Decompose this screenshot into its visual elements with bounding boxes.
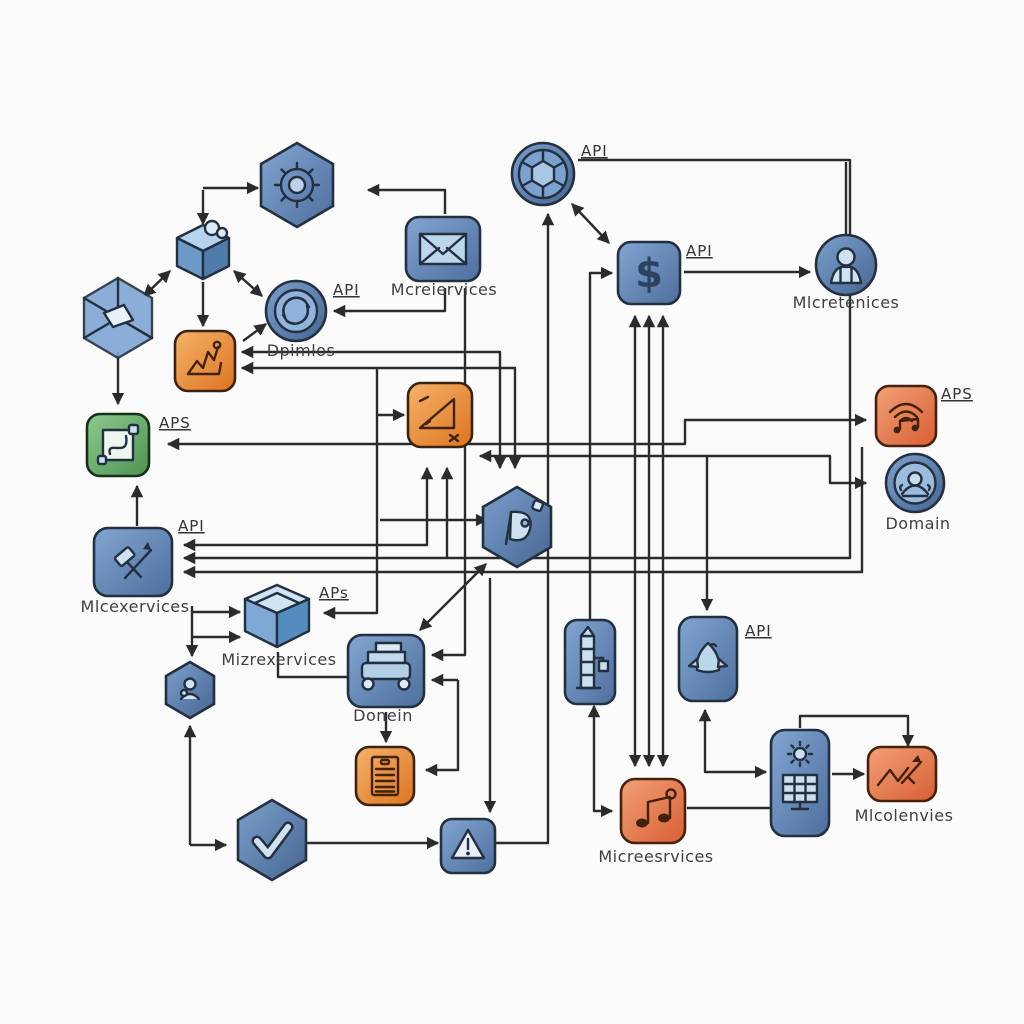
solar-panel-icon xyxy=(781,740,819,811)
api-globe-node xyxy=(510,141,576,207)
vector-frame-node xyxy=(85,412,151,478)
envelope-icon xyxy=(418,232,468,266)
tower-icon xyxy=(575,625,610,690)
api-label-dollar: API xyxy=(686,242,713,260)
compass-hexagon-node xyxy=(481,485,553,569)
api-label-sync: API xyxy=(333,281,360,299)
package-cube-node xyxy=(175,219,231,281)
ruler-node xyxy=(406,381,474,449)
api-label-wifi: APS xyxy=(941,385,973,403)
connector xyxy=(166,413,868,451)
connector xyxy=(571,203,610,244)
connector xyxy=(182,447,864,579)
person-circle-node xyxy=(814,233,878,297)
connector xyxy=(588,266,614,619)
caption-domain: Domain xyxy=(885,514,950,533)
hammer-node xyxy=(92,526,174,598)
hand-tool-icon xyxy=(186,340,223,376)
warning-triangle-icon xyxy=(450,828,486,860)
domain-circle-node xyxy=(884,452,946,514)
warning-node xyxy=(439,817,497,875)
connector xyxy=(233,270,263,297)
caption-hammer: Mlcexervices xyxy=(81,597,190,616)
gear-hexagon-node xyxy=(259,141,335,229)
api-label-globe: API xyxy=(581,142,608,160)
hand-tool-node xyxy=(173,329,237,393)
api-label-opencube: APs xyxy=(319,584,349,602)
open-cube-node xyxy=(243,583,311,649)
caption-envelope: Mcreiervices xyxy=(391,280,497,299)
hammer-arrow-icon xyxy=(113,542,153,580)
document-icon xyxy=(370,755,400,797)
connector xyxy=(332,288,447,318)
music-node xyxy=(619,777,687,845)
wifi-node xyxy=(874,384,938,448)
caption-chart: Mlcolenvies xyxy=(855,806,954,825)
check-hexagon-node xyxy=(236,798,308,882)
caption-opencube: Mizrexervices xyxy=(221,650,336,669)
sync-arrows-icon xyxy=(281,296,311,325)
printer-icon xyxy=(360,641,412,691)
api-label-green: APS xyxy=(159,414,191,432)
connector-arrows xyxy=(111,158,915,852)
api-label-penguin: API xyxy=(745,622,772,640)
trend-chart-icon xyxy=(876,755,923,787)
connector xyxy=(182,466,434,552)
penguin-node xyxy=(677,615,739,703)
protractor-icon xyxy=(504,499,545,546)
connector xyxy=(242,323,268,342)
penguin-icon xyxy=(687,641,729,674)
caption-sync: Dpimlos xyxy=(267,341,336,360)
package-cube-icon xyxy=(175,219,231,281)
api-label-hammer: API xyxy=(178,517,205,535)
wireframe-cube-node xyxy=(82,276,154,360)
worker-icon xyxy=(179,677,201,701)
caption-printer: Donein xyxy=(353,706,413,725)
person-desk-icon xyxy=(899,471,931,498)
connector xyxy=(240,361,522,470)
connector xyxy=(798,714,915,748)
signal-music-icon xyxy=(888,402,924,434)
chart-node xyxy=(866,745,938,803)
connector xyxy=(366,183,447,214)
caption-person: Mlcretenices xyxy=(793,293,900,312)
caption-music: Micreesrvices xyxy=(598,847,713,866)
connector xyxy=(587,704,614,818)
dollar-node: $ xyxy=(616,240,682,306)
gear-icon xyxy=(273,161,321,209)
open-box-icon xyxy=(243,583,311,649)
printer-node xyxy=(346,633,426,709)
wireframe-cube-icon xyxy=(82,276,154,360)
vector-frame-icon xyxy=(96,423,140,466)
solar-node xyxy=(769,728,831,838)
connector xyxy=(419,563,487,631)
person-hexagon-node xyxy=(164,660,216,720)
connector xyxy=(143,270,171,297)
triangle-ruler-icon xyxy=(418,395,460,443)
connector xyxy=(276,652,350,679)
sync-circle-node xyxy=(264,279,328,343)
connector xyxy=(478,449,868,490)
person-icon xyxy=(829,247,863,285)
envelope-node xyxy=(404,215,482,283)
connector xyxy=(322,368,379,620)
web-globe-icon xyxy=(517,148,569,200)
connector xyxy=(698,708,768,779)
document-node xyxy=(354,745,416,807)
music-note-icon xyxy=(636,788,677,828)
checkmark-icon xyxy=(251,821,294,860)
dollar-icon: $ xyxy=(635,251,663,297)
connector xyxy=(424,680,460,777)
tower-node xyxy=(563,618,617,706)
